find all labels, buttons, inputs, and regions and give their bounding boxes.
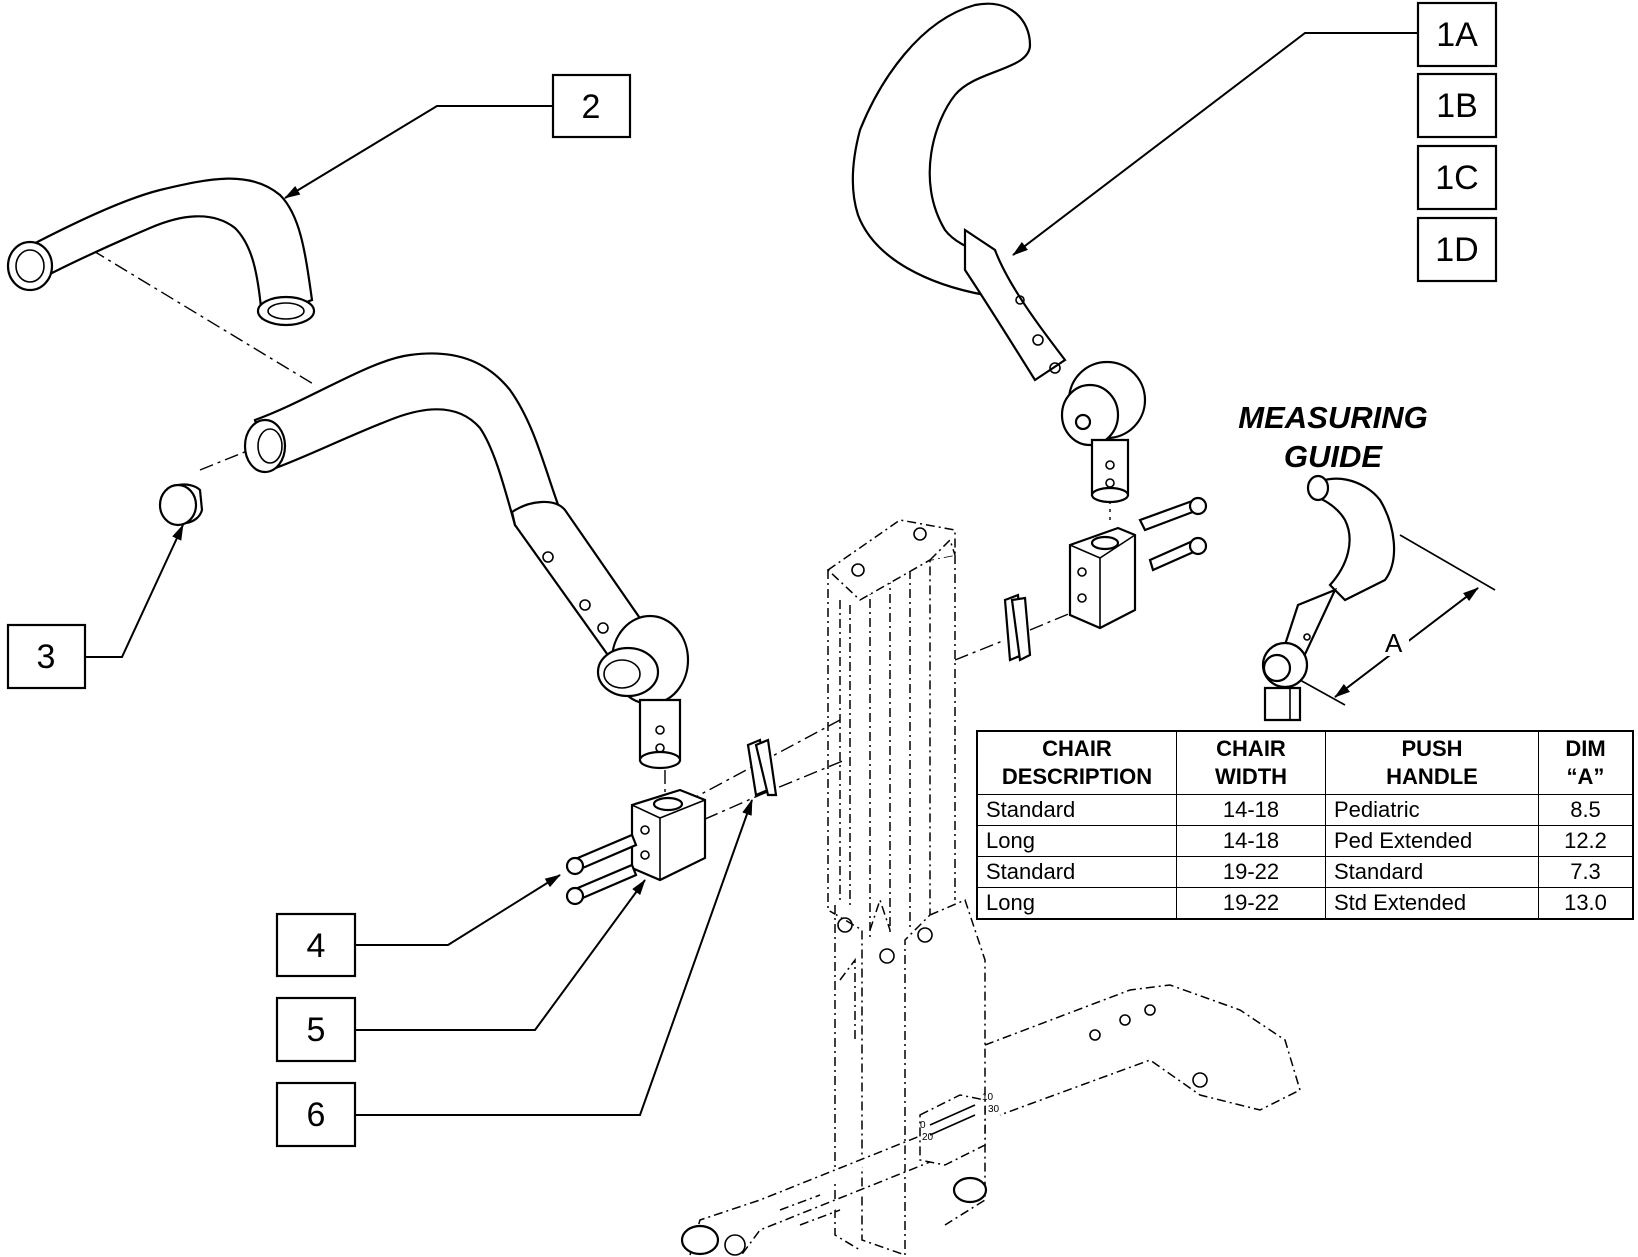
dimension-a-label: A xyxy=(1385,628,1403,658)
svg-text:1D: 1D xyxy=(1435,231,1478,269)
spacer-plate-left xyxy=(746,738,778,797)
svg-text:6: 6 xyxy=(307,1096,326,1134)
cell-description: Long xyxy=(976,825,1177,857)
cell-width: 14-18 xyxy=(1176,794,1326,826)
callout-1C: 1C xyxy=(1416,144,1498,211)
callout-4: 4 xyxy=(275,912,357,978)
callout-1D: 1D xyxy=(1416,216,1498,283)
scale-mark: 0 xyxy=(920,1120,926,1131)
cell-description: Standard xyxy=(976,794,1177,826)
alignment-lines xyxy=(91,249,1111,831)
cell-description: Standard xyxy=(976,856,1177,888)
clamp-block-left xyxy=(630,788,707,882)
push-handle-right-assembly xyxy=(851,2,1147,504)
cell-width: 14-18 xyxy=(1176,825,1326,857)
svg-text:1A: 1A xyxy=(1436,16,1478,54)
svg-text:3: 3 xyxy=(37,638,56,676)
cell-handle: Ped Extended xyxy=(1325,825,1539,857)
cell-description: Long xyxy=(976,887,1177,920)
cell-handle: Pediatric xyxy=(1325,794,1539,826)
scale-mark: 30 xyxy=(988,1104,1000,1115)
cell-width: 19-22 xyxy=(1176,856,1326,888)
callout-2: 2 xyxy=(551,73,632,139)
cell-dim: 12.2 xyxy=(1538,825,1634,857)
spacer-plate-right xyxy=(1003,593,1032,662)
svg-text:5: 5 xyxy=(307,1011,326,1049)
measuring-guide-handle xyxy=(1261,474,1396,722)
callout-3: 3 xyxy=(6,623,87,690)
table-row: Standard 19-22 Standard 7.3 xyxy=(976,856,1634,888)
cell-width: 19-22 xyxy=(1176,887,1326,920)
svg-text:1C: 1C xyxy=(1435,159,1478,197)
measuring-guide-subtitle: GUIDE xyxy=(1284,439,1384,474)
push-handle-left-assembly xyxy=(243,352,690,770)
callout-5: 5 xyxy=(275,996,357,1063)
screws-left xyxy=(565,833,638,906)
scale-mark: 10 xyxy=(982,1092,994,1103)
callout-1B: 1B xyxy=(1416,72,1498,139)
svg-text:4: 4 xyxy=(307,927,326,965)
table-row: Long 14-18 Ped Extended 12.2 xyxy=(976,825,1634,857)
scale-mark: 20 xyxy=(922,1132,934,1143)
svg-text:2: 2 xyxy=(582,88,601,126)
callout-1A: 1A xyxy=(1416,1,1498,68)
svg-text:1B: 1B xyxy=(1436,87,1478,125)
dimension-a-indicator: A xyxy=(1299,534,1496,706)
cell-dim: 8.5 xyxy=(1538,794,1634,826)
header-dim-a: DIM“A” xyxy=(1538,730,1634,795)
screws-right xyxy=(1138,496,1208,572)
cell-dim: 7.3 xyxy=(1538,856,1634,888)
measuring-guide-title: MEASURING xyxy=(1238,400,1427,435)
clamp-block-right xyxy=(1068,526,1137,630)
cell-handle: Std Extended xyxy=(1325,887,1539,920)
cell-handle: Standard xyxy=(1325,856,1539,888)
wheelchair-frame-phantom: 10 20 30 0 xyxy=(680,519,1301,1257)
end-cap-part-3 xyxy=(158,483,204,527)
callout-6: 6 xyxy=(275,1081,357,1148)
leader-lines xyxy=(85,32,1418,1116)
cell-dim: 13.0 xyxy=(1538,887,1634,920)
table-row: Standard 14-18 Pediatric 8.5 xyxy=(976,794,1634,826)
table-row: Long 19-22 Std Extended 13.0 xyxy=(976,887,1634,920)
handle-grip-part-2 xyxy=(6,177,316,327)
